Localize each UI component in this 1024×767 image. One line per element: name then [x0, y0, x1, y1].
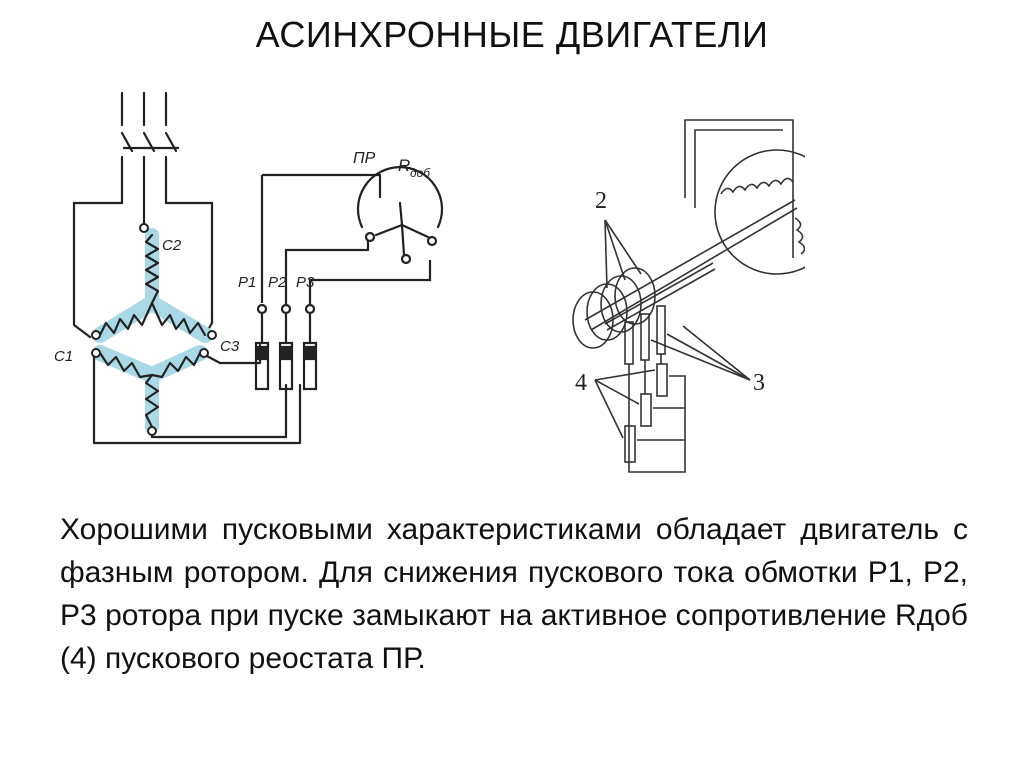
- description-paragraph: Хорошими пусковыми характеристиками обла…: [60, 513, 968, 675]
- label-r-dob: R: [398, 156, 410, 175]
- label-p2: Р2: [268, 274, 287, 291]
- rotor-sketch: 1 2 3 4: [572, 119, 805, 473]
- label-c3: С3: [220, 338, 240, 355]
- slide-title: АСИНХРОННЫЕ ДВИГАТЕЛИ: [255, 14, 769, 55]
- label-c2: С2: [162, 237, 182, 254]
- label-c1: С1: [54, 348, 73, 365]
- wiring-diagram: ПР R доб Р1 Р2 Р3 С2 С1 С3: [54, 91, 444, 445]
- label-4: 4: [575, 370, 587, 396]
- label-3: 3: [753, 370, 765, 396]
- label-p3: Р3: [296, 274, 315, 291]
- label-p1: Р1: [238, 274, 256, 291]
- label-pr: ПР: [353, 150, 376, 167]
- label-r-dob-sub: доб: [410, 166, 431, 180]
- label-2: 2: [595, 188, 607, 214]
